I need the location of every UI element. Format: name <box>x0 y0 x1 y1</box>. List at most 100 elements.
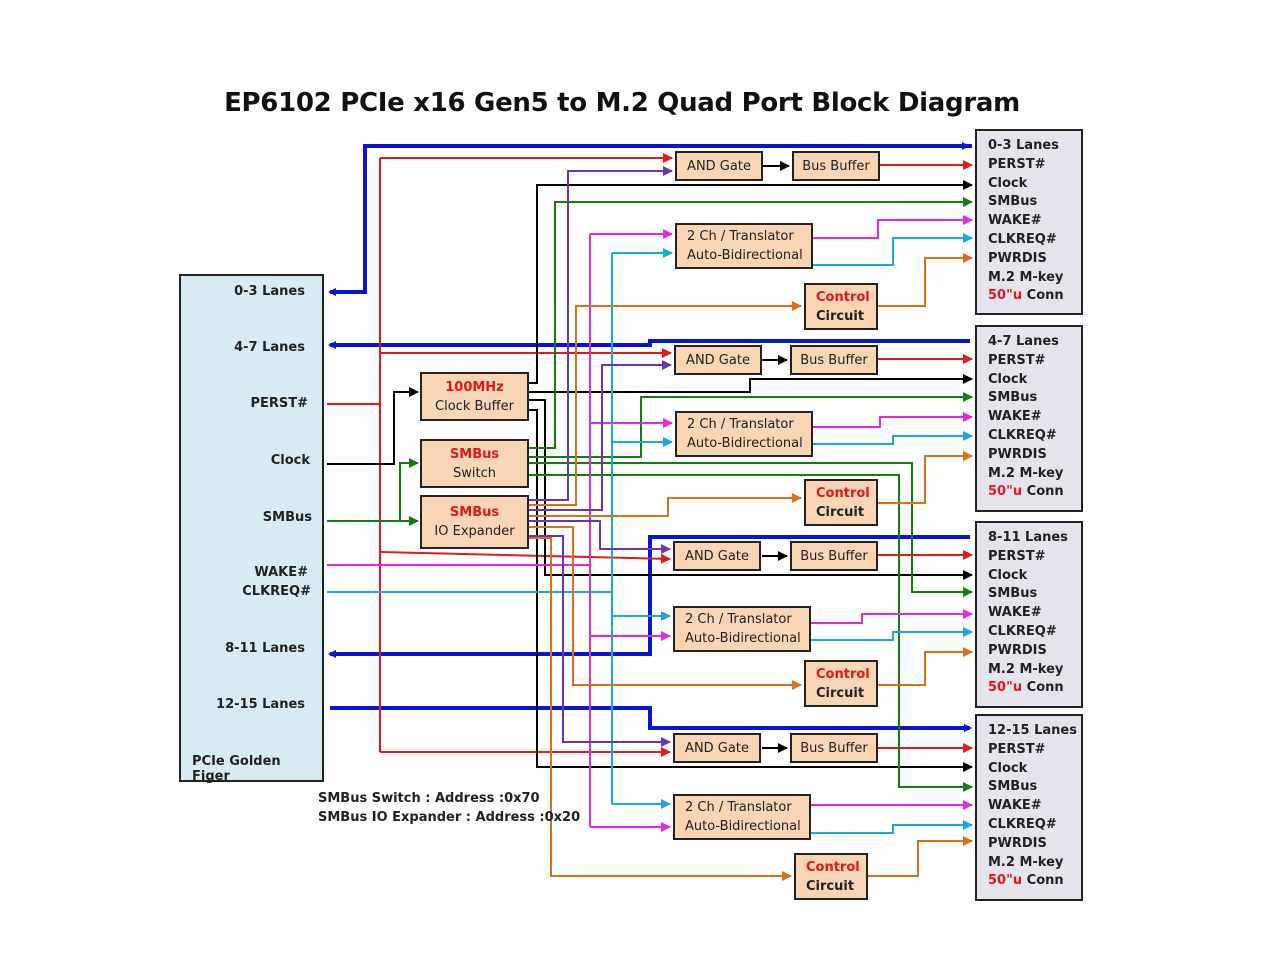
and-gate-block-3: AND Gate <box>673 541 761 571</box>
clock-p3 <box>529 399 973 580</box>
m2-signal-label: Clock <box>988 175 1028 191</box>
m2-signal-label: M.2 M-key <box>988 465 1064 481</box>
control-label-line1: Control <box>816 485 870 501</box>
m2-signal-label: PWRDIS <box>988 835 1047 851</box>
smbus-p1 <box>529 197 973 449</box>
conn-label: Conn <box>1022 288 1064 304</box>
m2-lanes-label: 0-3 Lanes <box>988 138 1059 153</box>
clock-p1 <box>529 180 973 384</box>
host-signal-clock: Clock <box>270 453 310 468</box>
smbus-p2 <box>529 392 973 458</box>
translator-label-line2: Auto-Bidirectional <box>687 436 803 451</box>
wake-out-2 <box>813 412 973 428</box>
pwrdis-p2 <box>529 493 802 517</box>
m2-signal-label: PWRDIS <box>988 446 1047 462</box>
m2-connector-plating: 50"u Conn <box>988 872 1077 891</box>
and-in-p4 <box>529 535 671 747</box>
host-signal-wake: WAKE# <box>254 565 308 580</box>
m2-signal-label: Clock <box>988 760 1028 776</box>
m2-lanes-label: 4-7 Lanes <box>988 334 1059 349</box>
clock-p2 <box>529 374 973 393</box>
control-label-line1: Control <box>816 289 870 305</box>
host-signal-perst: PERST# <box>250 396 308 411</box>
and-in-p2 <box>529 360 672 511</box>
m2-signal-label: M.2 M-key <box>988 661 1064 677</box>
host-signal-smbus: SMBus <box>262 510 312 525</box>
translator-label-line2: Auto-Bidirectional <box>685 631 801 646</box>
lanes-12-15-wire <box>330 706 972 732</box>
host-signal-clkreq: CLKREQ# <box>242 584 311 599</box>
bus-buffer-block-3: Bus Buffer <box>790 541 878 571</box>
m2-signal-label: PWRDIS <box>988 250 1047 266</box>
host-signal-lanes-8-11: 8-11 Lanes <box>225 641 305 656</box>
bus-buffer-block-1: Bus Buffer <box>792 151 880 181</box>
note-smbus-switch-address: SMBus Switch : Address :0x70 <box>318 791 540 806</box>
clkreq-out-4 <box>811 820 973 834</box>
pwrdis-p3 <box>529 526 802 690</box>
io-expander-line1: SMBus <box>449 505 500 520</box>
translator-label-line1: 2 Ch / Translator <box>685 612 792 627</box>
bus-buffer-block-4: Bus Buffer <box>790 733 878 763</box>
and-gate-label: AND Gate <box>685 740 749 756</box>
control-label-line1: Control <box>816 666 870 682</box>
m2-signal-label: WAKE# <box>988 798 1042 814</box>
perst-p3 <box>379 551 671 564</box>
clock-host <box>327 387 419 465</box>
m2-signal-label: Clock <box>988 371 1028 387</box>
and-gate-block-2: AND Gate <box>674 345 762 375</box>
pwrdis-p4 <box>529 537 792 881</box>
clock-buffer-frequency: 100MHz <box>445 379 504 395</box>
control-label-line2: Circuit <box>816 308 865 324</box>
control-label-line2: Circuit <box>816 685 865 701</box>
bus-buffer-label: Bus Buffer <box>800 740 868 756</box>
bus-buffer-label: Bus Buffer <box>800 352 868 368</box>
translator-label-line1: 2 Ch / Translator <box>685 800 792 815</box>
clock-p4 <box>529 409 973 772</box>
pwrdis-out-1 <box>878 253 973 307</box>
pwrdis-out-2 <box>878 451 973 504</box>
address-notes: SMBus Switch : Address :0x70 SMBus IO Ex… <box>318 789 580 827</box>
and-in-p3 <box>529 520 671 554</box>
translator-label-line2: Auto-Bidirectional <box>685 819 801 834</box>
m2-signal-label: PERST# <box>988 741 1046 757</box>
bus-buffer-label: Bus Buffer <box>802 158 870 174</box>
m2-signal-label: CLKREQ# <box>988 816 1057 832</box>
m2-signal-label: SMBus <box>988 390 1038 406</box>
plating-thickness: 50"u <box>988 288 1023 304</box>
m2-connector-plating: 50"u Conn <box>988 679 1068 698</box>
control-label-line1: Control <box>806 859 860 875</box>
and-gate-label: AND Gate <box>687 158 751 174</box>
m2-lanes-label: 12-15 Lanes <box>988 723 1077 738</box>
conn-label: Conn <box>1022 484 1064 500</box>
m2-signal-label: PWRDIS <box>988 642 1047 658</box>
m2-signal-label: PERST# <box>988 156 1046 172</box>
smbus-switch-line1: SMBus <box>449 446 500 462</box>
pwrdis-out-3 <box>878 647 973 686</box>
clock-buffer-block: 100MHz Clock Buffer <box>420 372 529 421</box>
wake-out-1 <box>813 215 973 239</box>
io-expander-block: SMBus IO Expander <box>420 495 529 549</box>
translator-label-line2: Auto-Bidirectional <box>687 248 803 263</box>
wake-out-3 <box>811 609 973 624</box>
m2-signal-label: WAKE# <box>988 213 1042 229</box>
host-signal-lanes-4-7: 4-7 Lanes <box>234 340 305 355</box>
m2-signal-label: WAKE# <box>988 605 1042 621</box>
smbus-switch-line2: Switch <box>453 465 496 481</box>
m2-connector-plating: 50"u Conn <box>988 287 1064 306</box>
and-gate-block-1: AND Gate <box>675 151 763 181</box>
m2-connector-plating: 50"u Conn <box>988 483 1064 502</box>
diagram-title: EP6102 PCIe x16 Gen5 to M.2 Quad Port Bl… <box>224 88 1020 118</box>
smbus-switch-block: SMBus Switch <box>420 439 529 488</box>
conn-label: Conn <box>1022 873 1064 889</box>
m2-signal-label: CLKREQ# <box>988 427 1057 443</box>
bus-buffer-block-2: Bus Buffer <box>790 345 878 375</box>
and-gate-block-4: AND Gate <box>673 733 761 763</box>
